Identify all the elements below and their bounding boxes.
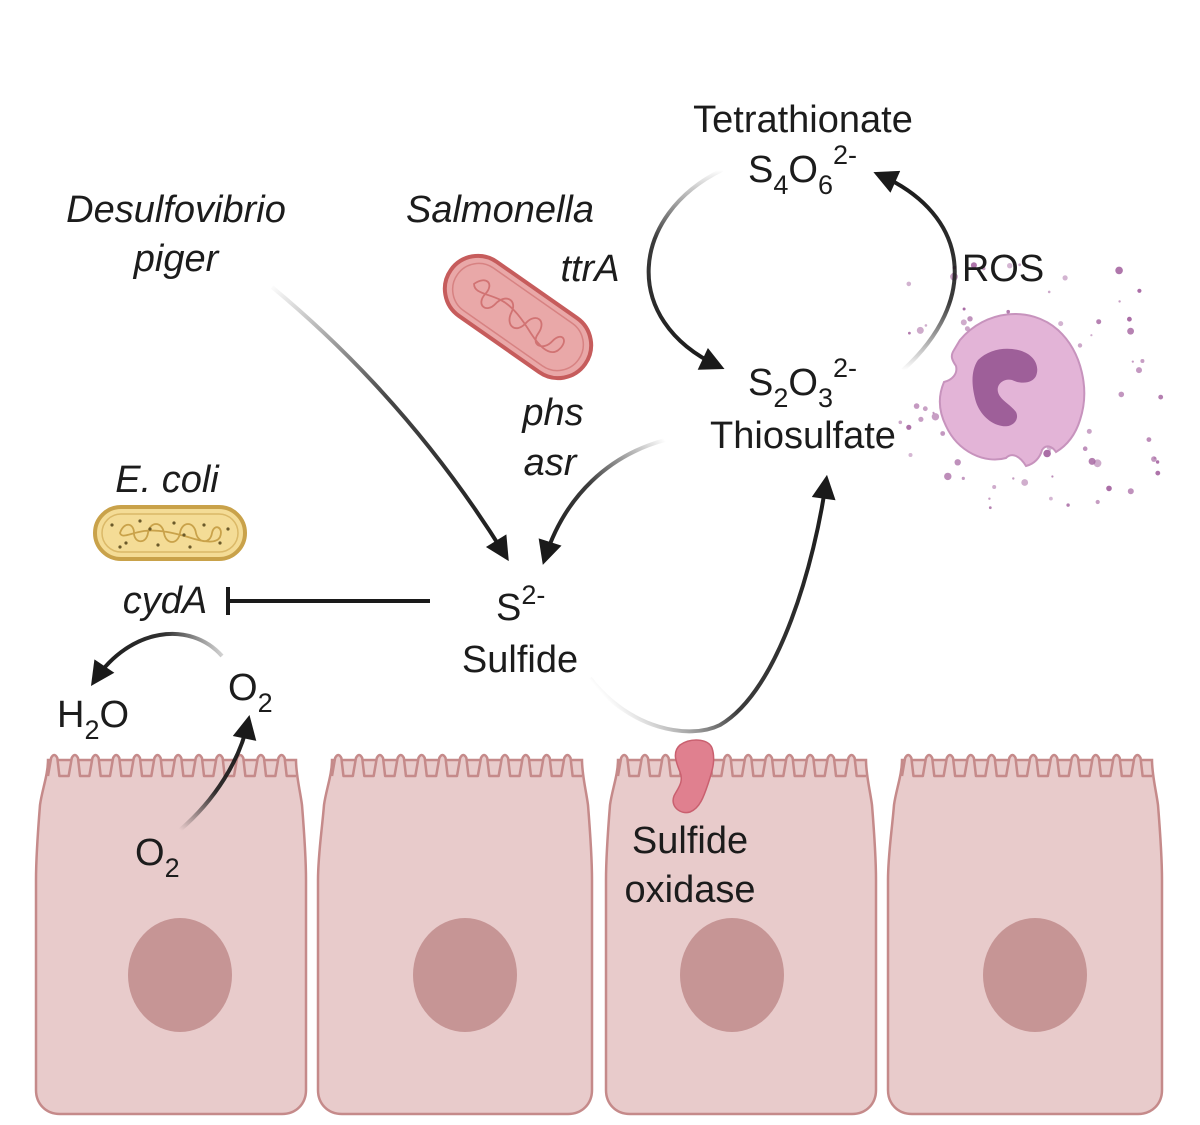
- ecoli-label: E. coli: [115, 459, 220, 501]
- arrow-oxygen-diffusion: [178, 714, 257, 832]
- desulfovibrio-label-line2: piger: [133, 238, 220, 280]
- epithelial-cell-2: [316, 753, 594, 1116]
- ecoli-bacterium-icon: [93, 505, 247, 561]
- microvilli: [46, 753, 296, 778]
- ttra-gene-label: ttrA: [560, 248, 619, 290]
- sulfide-label: Sulfide: [462, 639, 578, 681]
- tetrathionate-label: Tetrathionate: [693, 99, 913, 141]
- reaction-arrows: [90, 168, 957, 832]
- water-label: H2O: [57, 694, 129, 745]
- thiosulfate-label: Thiosulfate: [710, 415, 896, 457]
- epithelial-cell-1: [34, 753, 308, 1116]
- sulfide-oxidase-label-line1: Sulfide: [632, 820, 748, 862]
- sulfide-oxidase-label-line2: oxidase: [625, 869, 756, 911]
- arrow-oxygen-to-water: [90, 631, 224, 686]
- arrow-sulfide-oxidase-to-thiosulfate: [588, 474, 836, 734]
- sulfide-formula: S2-: [496, 580, 545, 629]
- neutrophil-cell-icon: [898, 262, 1164, 510]
- oxygen-lumen-label: O2: [228, 667, 273, 718]
- nucleus: [413, 918, 517, 1032]
- epithelial-layer: [34, 753, 1164, 1116]
- sulfide-oxidase-enzyme-icon: [672, 739, 715, 814]
- oxygen-cell-label: O2: [135, 832, 180, 883]
- salmonella-bacterium-icon: [442, 253, 594, 381]
- asr-gene-label: asr: [524, 442, 578, 484]
- epithelial-cell-3: [604, 753, 878, 1116]
- arrow-thiosulfate-to-sulfide: [538, 438, 666, 565]
- tetrathionate-formula: S4O62-: [748, 140, 857, 200]
- salmonella-label: Salmonella: [406, 189, 594, 231]
- cyda-gene-label: cydA: [123, 580, 207, 622]
- arrow-tetrathionate-to-thiosulfate: [646, 168, 725, 370]
- desulfovibrio-label-line1: Desulfovibrio: [66, 189, 286, 231]
- microvilli: [900, 753, 1152, 778]
- ros-label: ROS: [962, 248, 1044, 290]
- microvilli: [616, 753, 866, 778]
- arrow-desulfovibrio-to-sulfide: [270, 285, 509, 562]
- epithelial-cell-4: [886, 753, 1164, 1116]
- thiosulfate-formula: S2O32-: [748, 353, 857, 413]
- nucleus: [128, 918, 232, 1032]
- nucleus: [983, 918, 1087, 1032]
- arrow-thiosulfate-to-tetrathionate: [873, 170, 957, 372]
- phs-gene-label: phs: [521, 392, 583, 434]
- inhibition-sulfide-cyda: [226, 587, 430, 615]
- labels: Tetrathionate S4O62- S2O32- Thiosulfate …: [57, 99, 1044, 911]
- nucleus: [680, 918, 784, 1032]
- microvilli: [330, 753, 582, 778]
